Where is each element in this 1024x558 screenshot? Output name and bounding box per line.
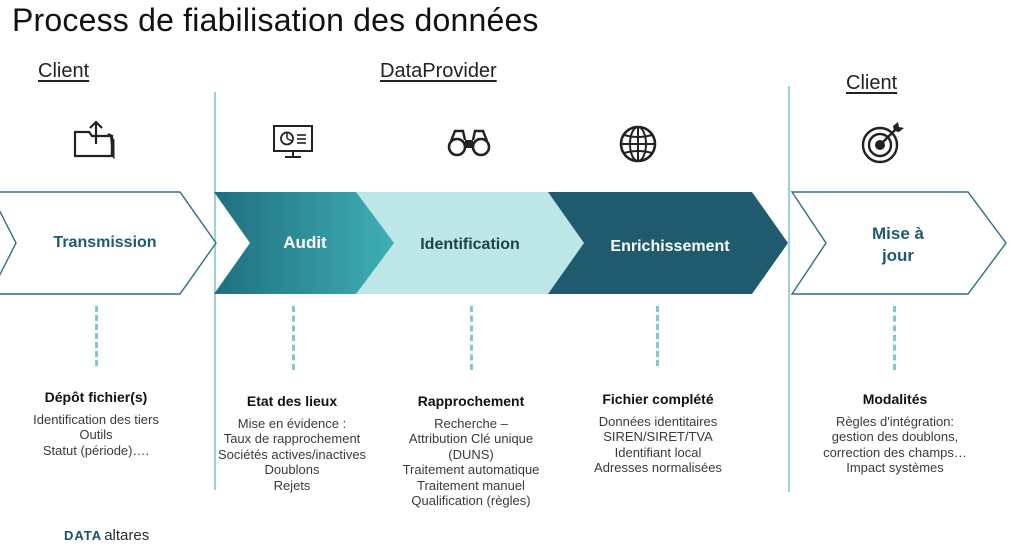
chevron-transmission <box>0 191 217 295</box>
altares-logo: DATA altares <box>64 527 149 544</box>
detail-line: correction des champs… <box>823 444 967 460</box>
detail-mise-a-jour: Modalités Règles d'intégration: gestion … <box>808 391 982 476</box>
step-mise-a-jour-line2: jour <box>881 246 915 265</box>
logo-data-mark: DATA <box>64 528 103 543</box>
page-title: Process de fiabilisation des données <box>12 2 539 38</box>
detail-line: Attribution Clé unique <box>408 431 534 446</box>
detail-audit: Etat des lieux Mise en évidence : Taux d… <box>206 393 378 493</box>
detail-heading: Fichier complété <box>602 391 714 407</box>
detail-identification: Rapprochement Recherche – Attribution Cl… <box>388 393 554 509</box>
step-audit-label: Audit <box>283 233 327 252</box>
step-mise-a-jour-line1: Mise à <box>872 224 924 243</box>
detail-transmission: Dépôt fichier(s) Identification des tier… <box>14 389 178 458</box>
folder-upload-icon <box>72 118 116 160</box>
detail-line: Identification des tiers <box>33 411 159 427</box>
globe-icon <box>618 124 658 164</box>
chevron-enrichissement <box>548 192 788 294</box>
chevron-mise-a-jour <box>790 191 1007 295</box>
detail-line: Mise en évidence : <box>237 415 347 431</box>
group-dataprovider: DataProvider <box>380 60 497 82</box>
target-icon <box>860 120 906 166</box>
detail-line: (DUNS) <box>448 446 494 462</box>
detail-heading: Dépôt fichier(s) <box>44 389 148 405</box>
step-identification-label: Identification <box>420 236 520 253</box>
process-chevrons <box>0 191 1007 295</box>
detail-line: Rejets <box>273 477 311 493</box>
connector-transmission <box>95 306 98 366</box>
group-client-left: Client <box>38 60 90 82</box>
group-client-right: Client <box>846 72 898 94</box>
detail-line: Données identitaires <box>598 413 718 429</box>
detail-line: Statut (période)…. <box>42 442 150 458</box>
detail-line: Règles d'intégration: <box>835 413 955 429</box>
divider-left <box>214 92 216 490</box>
detail-line: SIREN/SIRET/TVA <box>603 429 713 444</box>
detail-line: Doublons <box>264 462 320 477</box>
detail-line: Taux de rapprochement <box>223 431 361 446</box>
detail-line: Identifiant local <box>614 444 702 460</box>
detail-line: Adresses normalisées <box>594 460 722 475</box>
detail-line: Recherche – <box>434 415 508 431</box>
connector-mise-a-jour <box>893 306 896 370</box>
detail-line: Impact systèmes <box>846 460 944 475</box>
detail-line: Traitement manuel <box>417 477 525 493</box>
detail-line: Sociétés actives/inactives <box>217 446 367 462</box>
chevron-audit <box>214 192 398 294</box>
detail-heading: Modalités <box>862 391 928 407</box>
connector-audit <box>292 306 295 370</box>
step-transmission-label: Transmission <box>53 234 157 251</box>
connector-identification <box>470 306 473 370</box>
detail-heading: Etat des lieux <box>246 393 338 409</box>
detail-heading: Rapprochement <box>417 393 525 409</box>
detail-enrichissement: Fichier complété Données identitaires SI… <box>584 391 732 476</box>
detail-line: Traitement automatique <box>402 462 540 477</box>
detail-line: Outils <box>79 427 113 442</box>
detail-line: Qualification (règles) <box>411 493 531 508</box>
step-mise-a-jour-label: Mise à jour <box>836 220 960 270</box>
step-enrichissement-label: Enrichissement <box>610 238 730 255</box>
presentation-chart-icon <box>272 124 314 160</box>
chevron-identification <box>356 192 586 294</box>
logo-wordmark: altares <box>104 527 150 544</box>
binoculars-icon <box>446 128 492 158</box>
detail-line: gestion des doublons, <box>831 429 959 444</box>
connector-enrichissement <box>656 306 659 366</box>
divider-right <box>788 86 790 492</box>
